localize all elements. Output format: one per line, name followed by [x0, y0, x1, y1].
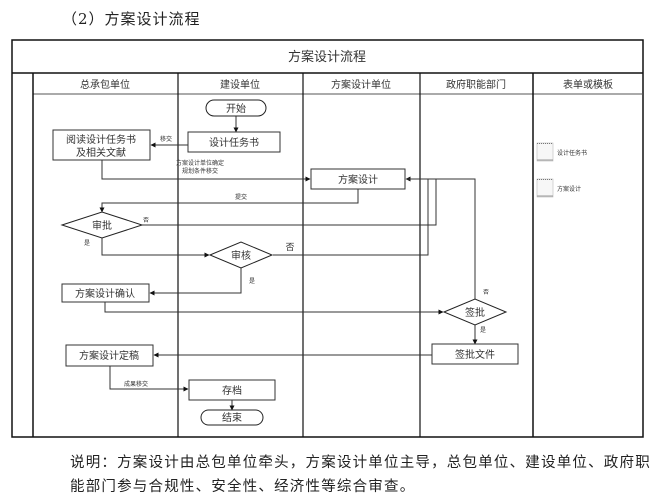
svg-text:审核: 审核 — [231, 249, 251, 262]
lane-header-government: 政府职能部门 — [446, 78, 506, 91]
svg-text:签批: 签批 — [465, 306, 485, 319]
edge-label-design-confirm-1: 方案设计单位确定 — [176, 159, 224, 167]
node-read-docs: 阅读设计任务书 及相关文献 — [52, 129, 151, 161]
node-sign-decision: 签批 — [442, 298, 508, 326]
document-icon — [536, 142, 554, 162]
connectors — [99, 116, 478, 411]
swimlane-frame — [11, 39, 644, 438]
edge-label-sign-yes: 是 — [480, 327, 486, 334]
edge-finalize-to-archive — [109, 366, 189, 392]
node-end: 结束 — [200, 409, 264, 426]
edge-review-no — [273, 179, 429, 256]
node-task-book: 设计任务书 — [187, 131, 281, 153]
edge-approve-yes — [101, 238, 210, 258]
edge-label-review-no: 否 — [285, 242, 294, 253]
diagram-title: 方案设计流程 — [288, 49, 366, 65]
edge-label-approve-yes: 是 — [84, 240, 90, 247]
lane-header-general-contractor: 总承包单位 — [80, 78, 130, 91]
form-item-task-book: 设计任务书 — [536, 142, 587, 162]
lane-header-design-unit: 方案设计单位 — [331, 78, 391, 91]
form-label: 方案设计 — [557, 185, 581, 193]
svg-text:阅读设计任务书: 阅读设计任务书 — [66, 133, 136, 146]
svg-text:方案设计定稿: 方案设计定稿 — [79, 349, 139, 362]
form-label: 设计任务书 — [557, 149, 587, 157]
edge-review-yes — [149, 268, 242, 296]
node-review-decision: 审核 — [208, 241, 274, 269]
node-start: 开始 — [205, 99, 267, 117]
section-title: （2）方案设计流程 — [62, 10, 201, 28]
edge-label-design-confirm-2: 规划条件移交 — [182, 167, 218, 175]
edge-label-submit: 提交 — [235, 193, 247, 201]
edge-design-to-approve — [99, 189, 359, 213]
svg-text:开始: 开始 — [226, 102, 246, 115]
node-sign-document: 签批文件 — [431, 343, 519, 365]
edge-sign-no — [406, 178, 476, 299]
lane-header-forms: 表单或模板 — [563, 78, 613, 91]
edge-label-approve-no: 否 — [143, 217, 149, 224]
lane-header-owner: 建设单位 — [220, 78, 260, 91]
edge-read-to-design — [101, 160, 311, 182]
form-item-scheme-design: 方案设计 — [536, 178, 581, 198]
node-approve-decision: 审批 — [60, 211, 144, 239]
svg-text:结束: 结束 — [222, 411, 242, 424]
edge-confirm-to-sign — [104, 302, 444, 315]
edge-label-review-yes: 是 — [249, 278, 255, 285]
node-finalize: 方案设计定稿 — [65, 344, 154, 367]
svg-text:签批文件: 签批文件 — [455, 348, 495, 361]
svg-text:方案设计确认: 方案设计确认 — [75, 287, 135, 300]
explanation-note: 说明：方案设计由总包单位牵头，方案设计单位主导，总包单位、建设单位、政府职能部门… — [70, 455, 651, 495]
edge-label-results-transfer: 成果移交 — [124, 380, 148, 388]
node-archive: 存档 — [188, 379, 276, 401]
svg-text:及相关文献: 及相关文献 — [76, 146, 126, 159]
svg-text:设计任务书: 设计任务书 — [209, 136, 259, 149]
node-confirm: 方案设计确认 — [61, 283, 150, 303]
svg-text:审批: 审批 — [92, 219, 112, 232]
svg-text:存档: 存档 — [222, 384, 242, 397]
svg-text:方案设计: 方案设计 — [338, 173, 378, 186]
document-icon — [536, 178, 554, 198]
edge-label-transfer: 移交 — [160, 135, 172, 143]
node-scheme-design: 方案设计 — [310, 168, 406, 190]
edge-label-sign-no: 否 — [483, 289, 489, 296]
